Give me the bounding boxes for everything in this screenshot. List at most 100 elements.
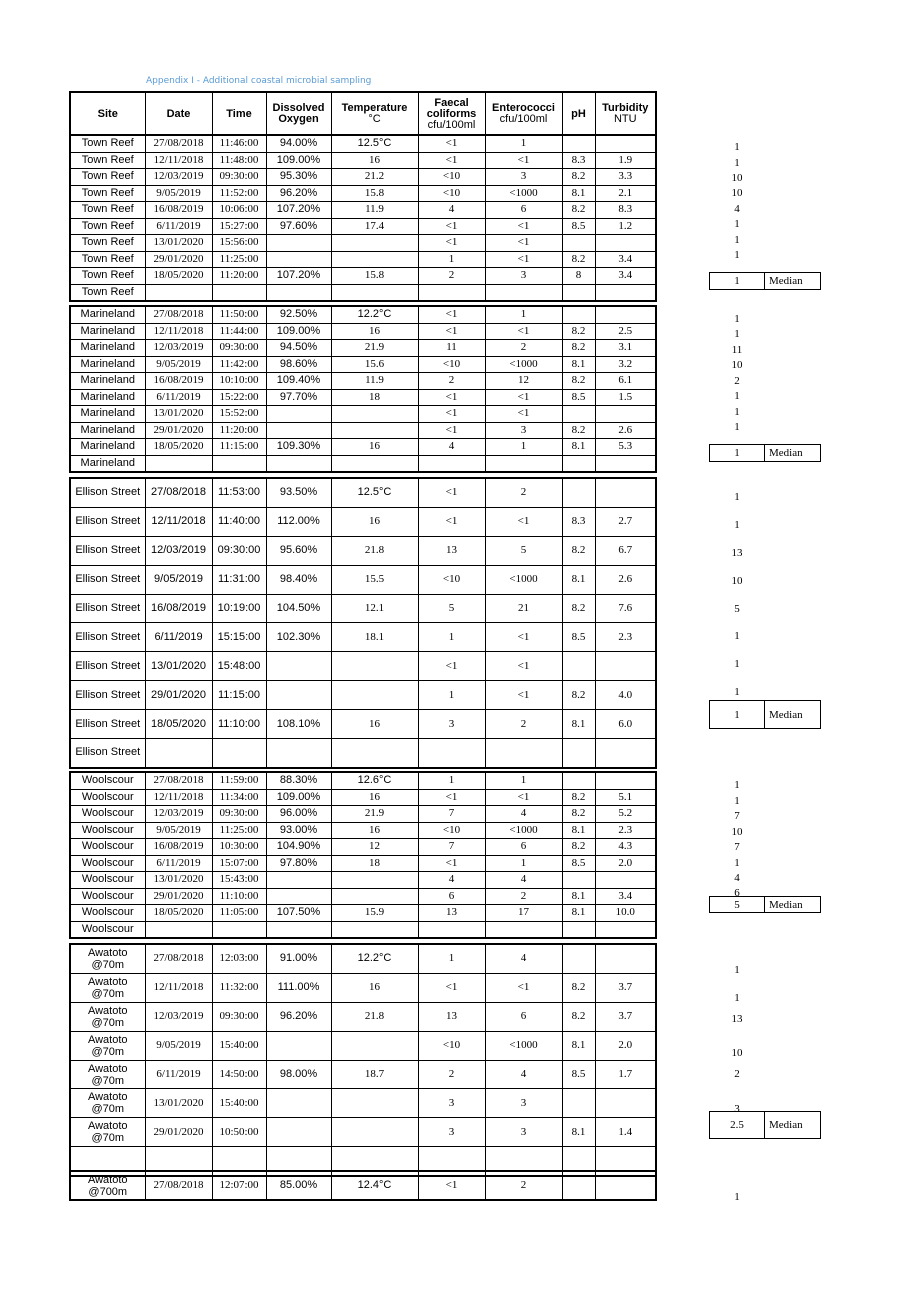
- enterococci-cell: <1000: [484, 184, 563, 202]
- faecal-coliforms-cell: 1: [417, 622, 486, 653]
- site-cell: Ellison Street: [69, 506, 146, 537]
- ph-cell: [561, 1170, 596, 1201]
- site-cell: Awatoto @70m: [69, 1059, 146, 1090]
- faecal-coliforms-cell: 3: [417, 1117, 486, 1148]
- enterococci-cell: 2: [484, 339, 563, 357]
- ph-cell: 8.5: [561, 622, 596, 653]
- enterococci-cell: 2: [484, 477, 563, 508]
- temperature-cell: [330, 871, 419, 889]
- ph-cell: 8.2: [561, 838, 596, 856]
- turbidity-cell: 3.4: [594, 250, 657, 268]
- date-cell: 12/11/2018: [144, 506, 213, 537]
- date-cell: 9/05/2019: [144, 821, 213, 839]
- site-cell: Town Reef: [69, 201, 146, 219]
- faecal-coliforms-cell: <10: [417, 564, 486, 595]
- temperature-cell: 15.9: [330, 904, 419, 922]
- enterococci-cell: <1: [484, 788, 563, 806]
- enterococci-cell: 1: [484, 771, 563, 790]
- site-cell: Ellison Street: [69, 651, 146, 682]
- side-value: 1: [734, 328, 740, 340]
- temperature-cell: [330, 1030, 419, 1061]
- faecal-coliforms-cell: [417, 920, 486, 939]
- faecal-coliforms-cell: 11: [417, 339, 486, 357]
- faecal-coliforms-cell: <1: [417, 788, 486, 806]
- table-row: Woolscour: [69, 920, 657, 939]
- ph-cell: 8.1: [561, 564, 596, 595]
- enterococci-cell: <1: [484, 622, 563, 653]
- date-cell: [144, 920, 213, 939]
- faecal-coliforms-cell: 5: [417, 593, 486, 624]
- dissolved-oxygen-cell: 102.30%: [265, 622, 332, 653]
- time-cell: 11:44:00: [211, 322, 267, 340]
- time-cell: 11:31:00: [211, 564, 267, 595]
- side-value: 10: [731, 359, 743, 371]
- turbidity-cell: [594, 454, 657, 473]
- enterococci-cell: 12: [484, 372, 563, 390]
- date-cell: 12/11/2018: [144, 322, 213, 340]
- faecal-coliforms-cell: <10: [417, 821, 486, 839]
- median-value: 2.5: [710, 1112, 765, 1138]
- enterococci-cell: 2: [484, 1170, 563, 1201]
- dissolved-oxygen-cell: 109.40%: [265, 372, 332, 390]
- faecal-coliforms-cell: 6: [417, 887, 486, 905]
- turbidity-cell: 10.0: [594, 904, 657, 922]
- turbidity-cell: [594, 477, 657, 508]
- ph-cell: 8.1: [561, 904, 596, 922]
- temperature-cell: 15.6: [330, 355, 419, 373]
- time-cell: 12:07:00: [211, 1170, 267, 1201]
- dissolved-oxygen-cell: 96.20%: [265, 1001, 332, 1032]
- table-row: Marineland: [69, 454, 657, 473]
- ph-cell: 8.2: [561, 680, 596, 711]
- date-cell: 29/01/2020: [144, 421, 213, 439]
- side-value: 6: [734, 887, 740, 899]
- median-label: Median: [769, 275, 803, 287]
- enterococci-cell: [484, 454, 563, 473]
- date-cell: [144, 454, 213, 473]
- turbidity-cell: [594, 283, 657, 302]
- temperature-cell: [330, 250, 419, 268]
- site-cell: Marineland: [69, 454, 146, 473]
- turbidity-cell: 1.9: [594, 151, 657, 169]
- date-cell: 12/03/2019: [144, 339, 213, 357]
- time-cell: 11:20:00: [211, 267, 267, 285]
- ph-cell: 8.2: [561, 805, 596, 823]
- ph-cell: 8.1: [561, 1030, 596, 1061]
- time-cell: 15:56:00: [211, 234, 267, 252]
- turbidity-cell: [594, 920, 657, 939]
- ph-cell: 8.2: [561, 201, 596, 219]
- side-value: 1: [734, 421, 740, 433]
- faecal-coliforms-cell: <1: [417, 322, 486, 340]
- side-value: 1: [734, 658, 740, 670]
- site-cell: Awatoto @70m: [69, 1030, 146, 1061]
- enterococci-cell: 6: [484, 201, 563, 219]
- site-cell: Woolscour: [69, 821, 146, 839]
- site-cell: Woolscour: [69, 887, 146, 905]
- time-cell: 10:06:00: [211, 201, 267, 219]
- time-cell: 11:53:00: [211, 477, 267, 508]
- temperature-cell: [330, 738, 419, 769]
- dissolved-oxygen-cell: [265, 421, 332, 439]
- date-cell: 27/08/2018: [144, 943, 213, 974]
- temperature-cell: 16: [330, 972, 419, 1003]
- ph-cell: 8.2: [561, 788, 596, 806]
- turbidity-cell: 2.3: [594, 622, 657, 653]
- dissolved-oxygen-cell: 98.00%: [265, 1059, 332, 1090]
- ph-cell: 8.2: [561, 593, 596, 624]
- table-header: Site Date Time Dissolved Oxygen Temperat…: [69, 91, 657, 136]
- site-cell: Marineland: [69, 339, 146, 357]
- turbidity-cell: [594, 234, 657, 252]
- dissolved-oxygen-cell: 96.00%: [265, 805, 332, 823]
- turbidity-cell: 5.1: [594, 788, 657, 806]
- ph-cell: [561, 305, 596, 324]
- ph-cell: [561, 405, 596, 423]
- faecal-coliforms-cell: 3: [417, 709, 486, 740]
- ph-cell: [561, 134, 596, 153]
